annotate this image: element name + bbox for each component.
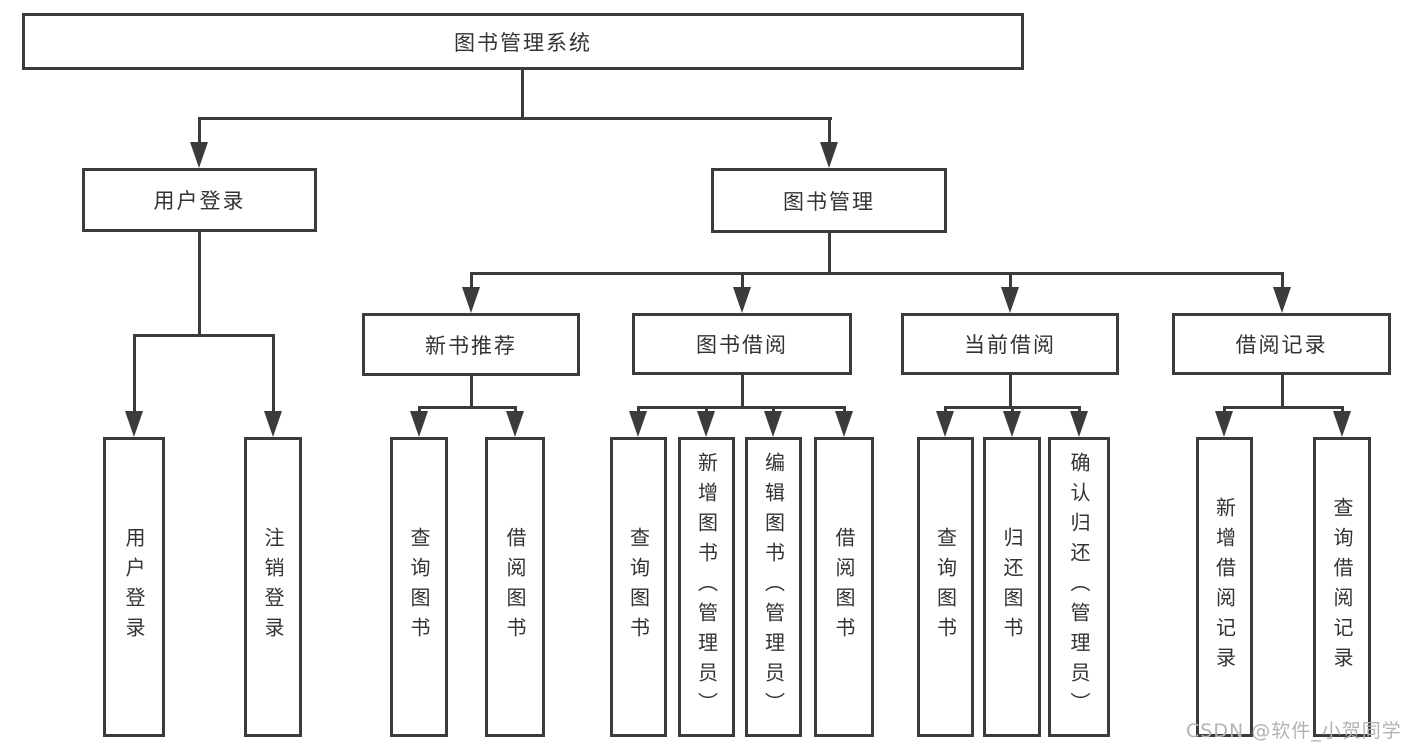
connector-stem <box>514 406 517 414</box>
arrowhead-down-icon <box>1273 287 1291 313</box>
connector-stem <box>772 406 775 414</box>
connector-stem <box>133 334 136 413</box>
leaf-edit-book-admin-label: 编辑图书（管理员） <box>761 452 786 722</box>
node-book-management-label: 图书管理 <box>783 189 875 214</box>
leaf-query-book-2-label: 查询图书 <box>626 527 651 647</box>
connector-stem <box>198 232 201 336</box>
node-book-management: 图书管理 <box>711 168 947 233</box>
arrowhead-down-icon <box>190 142 208 168</box>
connector-branch <box>418 406 517 409</box>
csdn-watermark: CSDN @软件_小贺同学 <box>1186 720 1402 742</box>
arrowhead-down-icon <box>1215 411 1233 437</box>
connector-stem <box>1078 406 1081 414</box>
connector-stem <box>1011 406 1014 414</box>
node-user-login-label: 用户登录 <box>153 189 246 213</box>
arrowhead-down-icon <box>125 411 143 437</box>
connector-stem <box>1281 375 1284 408</box>
arrowhead-down-icon <box>629 411 647 437</box>
leaf-user-login: 用户登录 <box>103 437 165 737</box>
arrowhead-down-icon <box>506 411 524 437</box>
node-book-borrow: 图书借阅 <box>632 313 852 375</box>
leaf-borrow-book-1-label: 借阅图书 <box>503 527 527 647</box>
node-root: 图书管理系统 <box>22 13 1024 70</box>
leaf-return-book: 归还图书 <box>983 437 1041 737</box>
leaf-add-book-admin: 新增图书（管理员） <box>678 437 735 737</box>
node-borrow-records: 借阅记录 <box>1172 313 1391 375</box>
arrowhead-down-icon <box>1001 287 1019 313</box>
leaf-confirm-return-admin: 确认归还（管理员） <box>1048 437 1110 737</box>
connector-stem <box>272 334 275 413</box>
node-book-borrow-label: 图书借阅 <box>696 333 788 357</box>
leaf-borrow-book-1: 借阅图书 <box>485 437 545 737</box>
connector-stem <box>828 233 831 275</box>
connector-stem <box>741 375 744 408</box>
leaf-add-book-admin-label: 新增图书（管理员） <box>694 452 719 722</box>
arrowhead-down-icon <box>733 287 751 313</box>
connector-stem <box>843 406 846 414</box>
node-root-label: 图书管理系统 <box>454 30 592 55</box>
connector-stem <box>1223 406 1226 414</box>
leaf-edit-book-admin: 编辑图书（管理员） <box>745 437 802 737</box>
node-new-book-recommend: 新书推荐 <box>362 313 580 376</box>
arrowhead-down-icon <box>264 411 282 437</box>
arrowhead-down-icon <box>936 411 954 437</box>
leaf-confirm-return-admin-label: 确认归还（管理员） <box>1067 452 1091 722</box>
connector-stem <box>828 117 831 145</box>
connector-stem <box>741 272 744 289</box>
leaf-query-book-3: 查询图书 <box>917 437 974 737</box>
connector-stem <box>1009 272 1012 289</box>
leaf-query-book-3-label: 查询图书 <box>933 527 958 647</box>
arrowhead-down-icon <box>462 287 480 313</box>
arrowhead-down-icon <box>1003 411 1021 437</box>
leaf-query-borrow-record: 查询借阅记录 <box>1313 437 1371 737</box>
connector-stem <box>944 406 947 414</box>
connector-stem <box>521 70 524 118</box>
leaf-logout-label: 注销登录 <box>261 527 285 647</box>
connector-stem <box>1341 406 1344 414</box>
connector-stem <box>705 406 708 414</box>
arrowhead-down-icon <box>764 411 782 437</box>
node-user-login: 用户登录 <box>82 168 317 232</box>
arrowhead-down-icon <box>1333 411 1351 437</box>
leaf-borrow-book-2-label: 借阅图书 <box>832 527 856 647</box>
connector-branch <box>470 272 1283 275</box>
node-borrow-records-label: 借阅记录 <box>1235 333 1328 357</box>
connector-stem <box>637 406 640 414</box>
leaf-query-book-1: 查询图书 <box>390 437 448 737</box>
connector-branch <box>198 117 832 120</box>
leaf-logout: 注销登录 <box>244 437 302 737</box>
leaf-user-login-label: 用户登录 <box>122 527 146 647</box>
arrowhead-down-icon <box>835 411 853 437</box>
arrowhead-down-icon <box>697 411 715 437</box>
connector-stem <box>470 375 473 408</box>
leaf-add-borrow-record-label: 新增借阅记录 <box>1212 497 1237 677</box>
arrowhead-down-icon <box>410 411 428 437</box>
connector-branch <box>637 406 846 409</box>
connector-stem <box>198 117 201 145</box>
connector-stem <box>470 272 473 289</box>
node-new-book-recommend-label: 新书推荐 <box>425 333 517 358</box>
connector-stem <box>418 406 421 414</box>
leaf-query-book-2: 查询图书 <box>610 437 667 737</box>
leaf-borrow-book-2: 借阅图书 <box>814 437 874 737</box>
connector-stem <box>1281 272 1284 289</box>
connector-branch <box>133 334 275 337</box>
leaf-return-book-label: 归还图书 <box>1000 527 1024 647</box>
leaf-query-book-1-label: 查询图书 <box>407 527 431 647</box>
leaf-add-borrow-record: 新增借阅记录 <box>1196 437 1253 737</box>
node-current-borrow: 当前借阅 <box>901 313 1119 375</box>
connector-stem <box>1009 375 1012 408</box>
arrowhead-down-icon <box>1070 411 1088 437</box>
arrowhead-down-icon <box>820 142 838 168</box>
connector-branch <box>1223 406 1344 409</box>
leaf-query-borrow-record-label: 查询借阅记录 <box>1330 497 1354 677</box>
node-current-borrow-label: 当前借阅 <box>964 333 1056 357</box>
